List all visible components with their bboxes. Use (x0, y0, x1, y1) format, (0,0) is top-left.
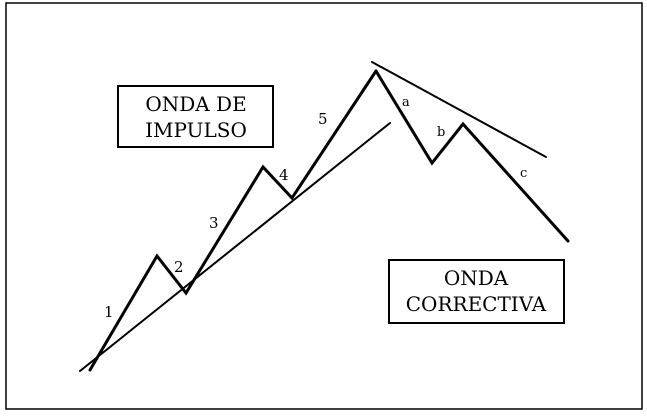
wave-label-a: a (402, 95, 410, 110)
impulse-label-box (117, 85, 274, 148)
wave-label-1: 1 (104, 303, 114, 321)
corrective-label-line-2: CORRECTIVA (406, 292, 547, 316)
wave-label-b: b (437, 125, 445, 140)
wave-label-2: 2 (174, 258, 184, 276)
corrective-wave-line (374, 69, 570, 243)
corrective-trend-line (371, 61, 547, 158)
impulse-wave-line (88, 69, 378, 372)
impulse-label-line-2: IMPULSO (145, 118, 247, 142)
impulse-trend-line (79, 122, 391, 372)
corrective-label-line-1: ONDA (444, 266, 509, 290)
impulse-label-line-1: ONDA DE (145, 92, 246, 116)
wave-label-4: 4 (279, 166, 289, 184)
corrective-label-box (388, 259, 565, 324)
wave-label-3: 3 (209, 214, 219, 232)
wave-label-5: 5 (318, 110, 328, 128)
wave-label-c: c (520, 166, 527, 181)
